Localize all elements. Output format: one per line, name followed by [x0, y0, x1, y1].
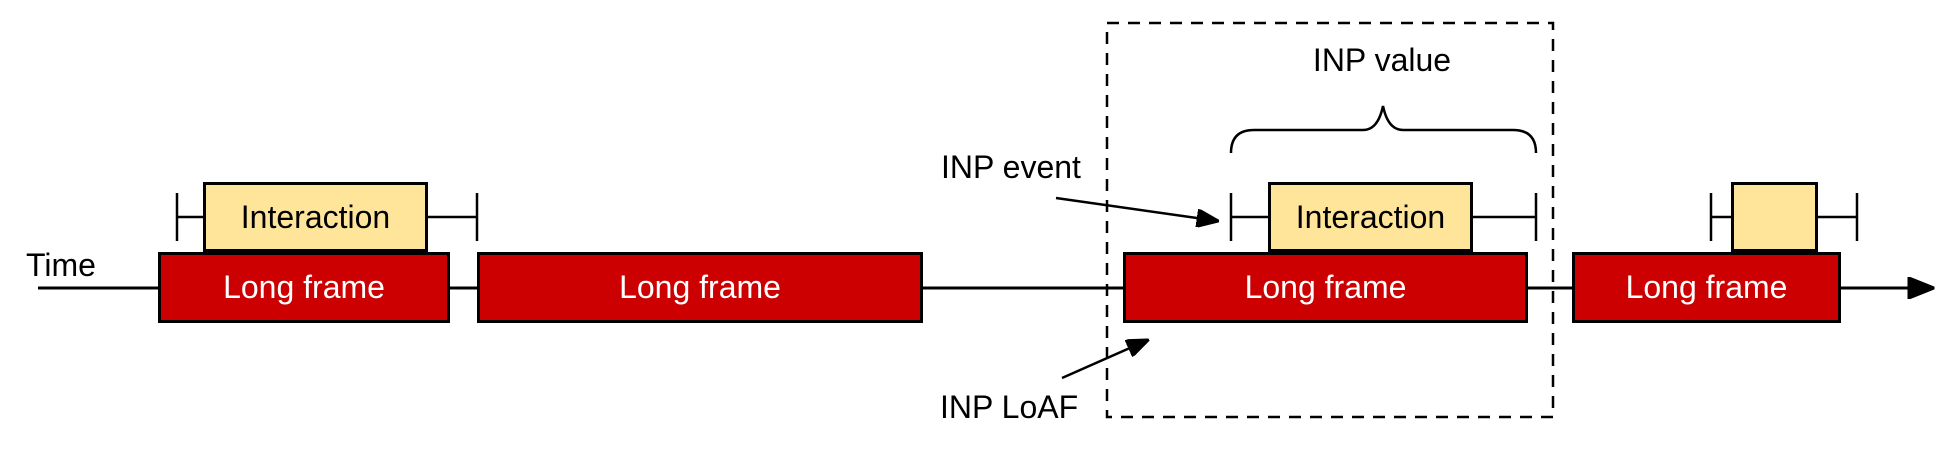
interaction-2-label: Interaction: [1295, 198, 1446, 235]
long-frame-3-label: Long frame: [1244, 269, 1407, 305]
interaction-1-whisker: [175, 193, 479, 241]
inp-event-arrow: [1055, 196, 1218, 221]
long-frame-2: Long frame: [477, 252, 923, 323]
interaction-3-whisker: [1709, 193, 1859, 241]
interaction-1-label: Interaction: [240, 198, 391, 235]
inp-value-brace: [1229, 105, 1538, 154]
time-axis-label: Time: [26, 247, 96, 283]
interaction-3: [1731, 182, 1818, 252]
inp-value-label: INP value: [1312, 42, 1452, 78]
long-frame-1: Long frame: [158, 252, 450, 323]
inp-loaf-arrow: [1061, 340, 1148, 380]
inp-loaf-label: INP LoAF: [940, 389, 1079, 425]
interaction-2-inp: Interaction: [1268, 182, 1473, 252]
long-frame-4: Long frame: [1572, 252, 1841, 323]
interaction-2-whisker: [1229, 193, 1538, 241]
long-frame-2-label: Long frame: [619, 269, 781, 305]
inp-event-label: INP event: [941, 149, 1081, 185]
long-frame-3-inp-loaf: Long frame: [1123, 252, 1528, 323]
long-frame-4-label: Long frame: [1625, 269, 1788, 305]
long-frame-1-label: Long frame: [223, 269, 385, 305]
interaction-1: Interaction: [203, 182, 428, 252]
